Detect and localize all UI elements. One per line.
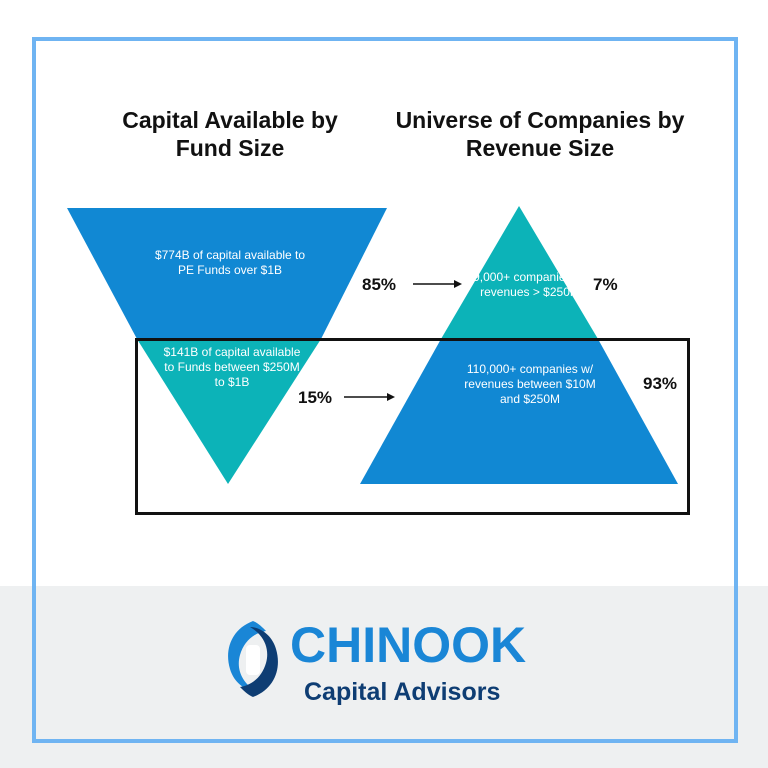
fish-logo-icon xyxy=(228,621,278,697)
pct-large-companies: 7% xyxy=(593,275,618,294)
large-companies-text: 9,000+ companies w/ revenues > $250M xyxy=(473,270,587,299)
pct-mid-companies: 93% xyxy=(643,374,678,393)
left-heading: Capital Available by Fund Size xyxy=(122,107,338,161)
highlight-box xyxy=(135,338,690,515)
mid-companies-text: 110,000+ companies w/ revenues between $… xyxy=(464,362,596,406)
mid-funds-text: $141B of capital available to Funds betw… xyxy=(163,345,301,389)
arrow-85 xyxy=(413,280,462,288)
chinook-logo: CHINOOK Capital Advisors xyxy=(220,617,550,717)
logo-subtitle: Capital Advisors xyxy=(304,678,501,706)
left-triangle-top xyxy=(67,208,387,339)
footer-band xyxy=(0,586,768,768)
pct-large-funds: 85% xyxy=(362,275,397,294)
arrow-15 xyxy=(344,393,395,401)
pct-mid-funds: 15% xyxy=(298,388,333,407)
large-funds-text: $774B of capital available to PE Funds o… xyxy=(154,248,306,277)
right-triangle-top xyxy=(441,206,598,339)
right-triangle-bottom xyxy=(360,339,678,484)
logo-name: CHINOOK xyxy=(290,617,527,673)
left-triangle-bottom xyxy=(137,339,321,484)
outer-frame xyxy=(32,37,738,743)
right-heading: Universe of Companies by Revenue Size xyxy=(395,107,685,161)
